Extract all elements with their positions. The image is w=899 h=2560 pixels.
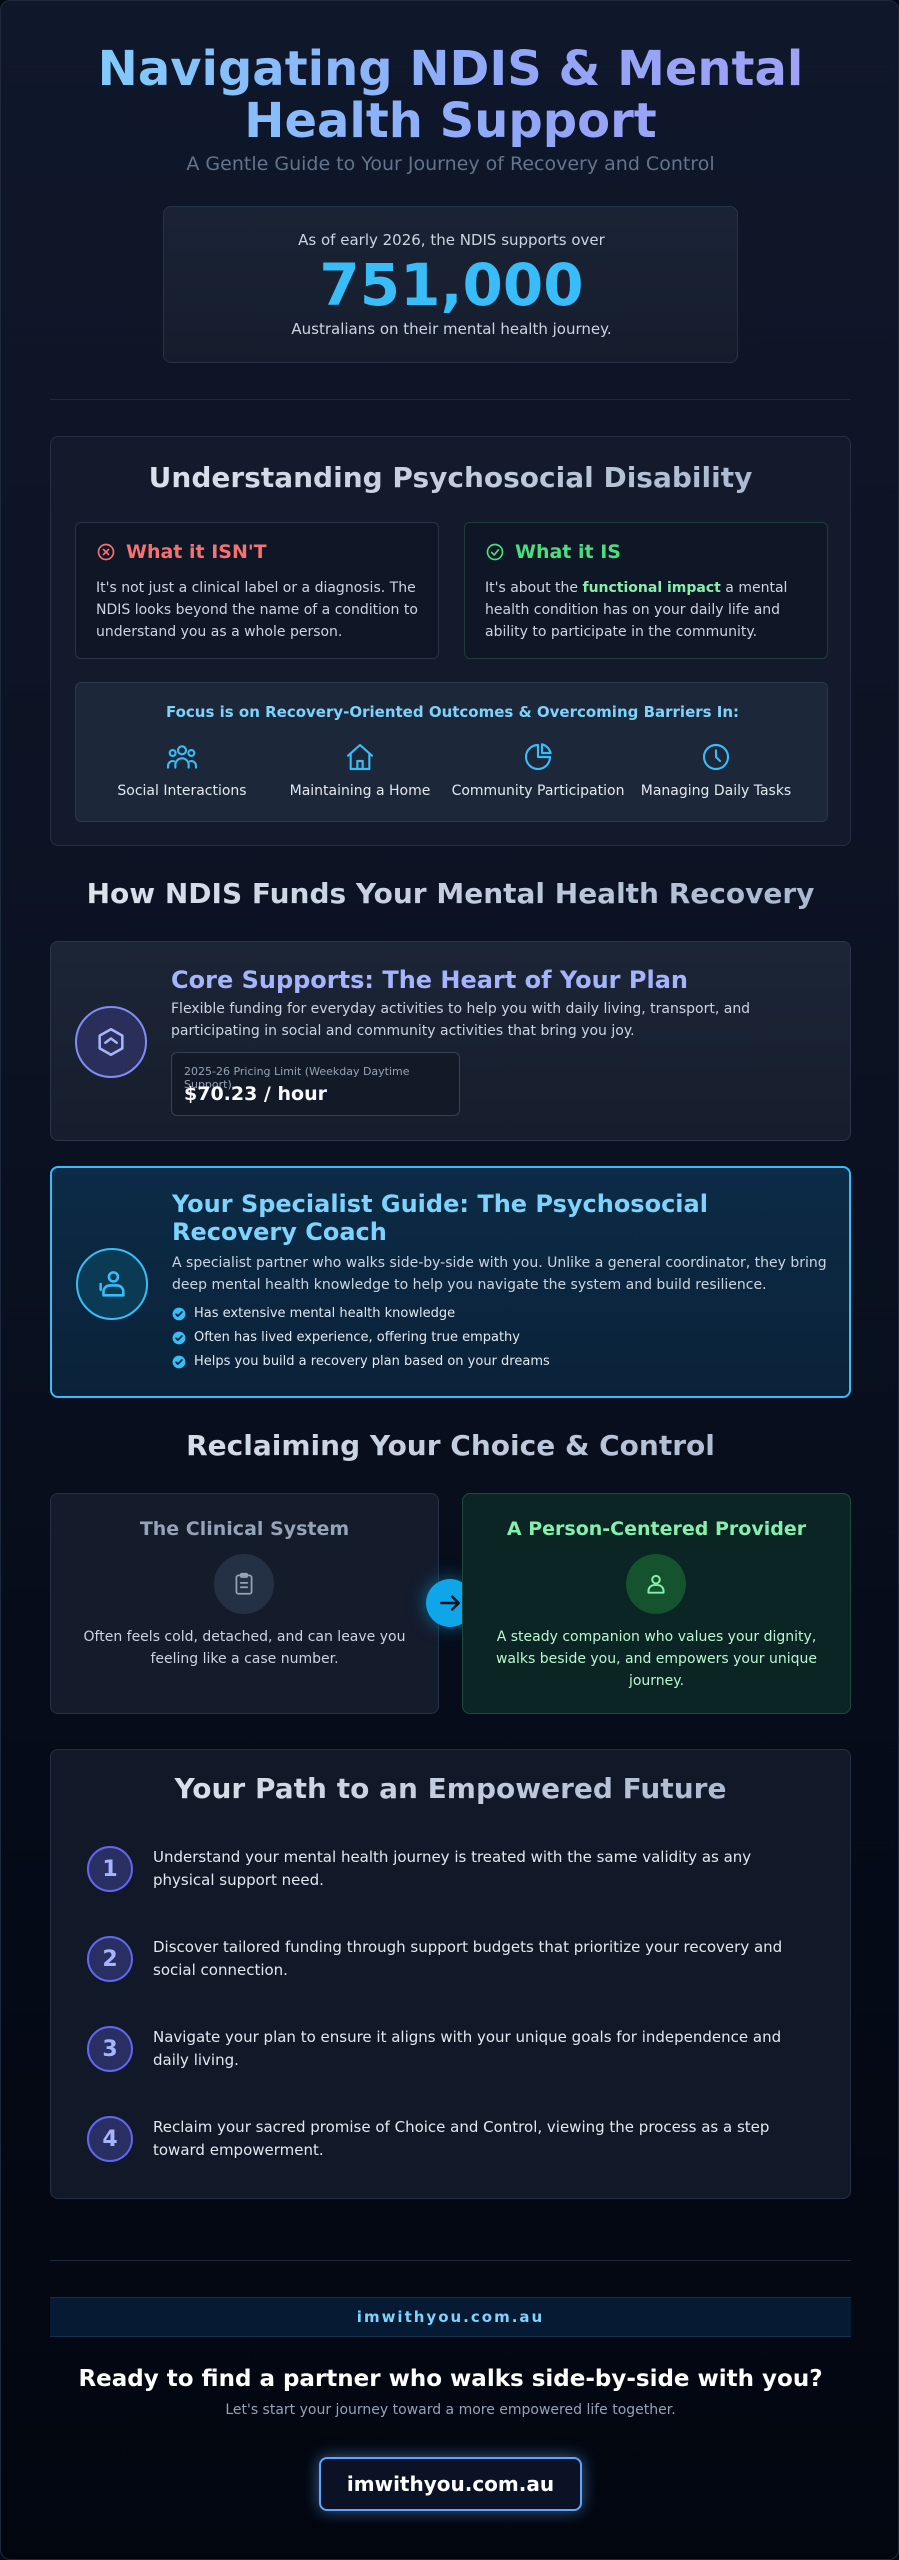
what-it-is-heading: What it IS — [485, 541, 621, 563]
what-it-isnt-heading: What it ISN'T — [96, 541, 267, 563]
step-number: 2 — [87, 1936, 133, 1982]
divider — [50, 399, 851, 400]
functional-impact-highlight: functional impact — [582, 580, 721, 596]
step-number: 1 — [87, 1846, 133, 1892]
step-number: 3 — [87, 2026, 133, 2072]
stat-card: As of early 2026, the NDIS supports over… — [163, 206, 738, 363]
home-icon — [346, 743, 374, 771]
choice-title: Reclaiming Your Choice & Control — [1, 1429, 898, 1462]
user-support-icon — [99, 1271, 125, 1297]
stat-caption: Australians on their mental health journ… — [291, 320, 612, 338]
clinical-icon-circle — [214, 1554, 274, 1614]
psychosocial-section: Understanding Psychosocial Disability Wh… — [50, 436, 851, 846]
stat-number: 751,000 — [319, 251, 584, 319]
what-it-is-text: It's about the functional impact a menta… — [485, 577, 815, 643]
clinical-system-title: The Clinical System — [139, 1518, 350, 1540]
focus-item-community: Community Participation — [448, 741, 628, 799]
check-icon — [172, 1331, 186, 1344]
coach-bullet-text: Helps you build a recovery plan based on… — [194, 1354, 550, 1369]
focus-item-home: Maintaining a Home — [270, 741, 450, 799]
recovery-coach-card: Your Specialist Guide: The Psychosocial … — [50, 1166, 851, 1398]
check-icon — [172, 1307, 186, 1320]
what-it-is-box: What it IS It's about the functional imp… — [464, 522, 828, 659]
price-box: 2025-26 Pricing Limit (Weekday Daytime S… — [171, 1052, 460, 1116]
page-title: Navigating NDIS & Mental Health Support — [1, 43, 898, 147]
what-it-isnt-label: What it ISN'T — [126, 541, 267, 563]
coach-title: Your Specialist Guide: The Psychosocial … — [172, 1190, 708, 1246]
focus-label: Managing Daily Tasks — [640, 783, 792, 799]
what-it-isnt-text: It's not just a clinical label or a diag… — [96, 580, 418, 640]
what-it-is-label: What it IS — [515, 541, 621, 563]
what-it-is-text-end: a mental health condition has on your da… — [485, 580, 788, 640]
coach-bullet: Helps you build a recovery plan based on… — [172, 1354, 550, 1369]
cta-subtitle: Let's start your journey toward a more e… — [225, 2402, 676, 2418]
coach-text: A specialist partner who walks side-by-s… — [172, 1255, 827, 1293]
focus-label: Community Participation — [451, 783, 625, 799]
focus-label: Maintaining a Home — [289, 783, 431, 799]
check-icon — [172, 1355, 186, 1368]
funding-title: How NDIS Funds Your Mental Health Recove… — [1, 877, 898, 910]
coach-bullet-text: Has extensive mental health knowledge — [194, 1306, 456, 1321]
user-icon — [647, 1574, 665, 1594]
clock-icon — [702, 743, 730, 771]
cta-title: Ready to find a partner who walks side-b… — [78, 2366, 823, 2392]
hexagon-heart-icon — [98, 1027, 124, 1057]
coach-bullet-text: Often has lived experience, offering tru… — [194, 1330, 520, 1345]
clipboard-icon — [235, 1572, 253, 1595]
website-button[interactable]: imwithyou.com.au — [319, 2457, 582, 2511]
what-it-is-text-start: It's about the — [485, 580, 583, 596]
price-label: 2025-26 Pricing Limit (Weekday Daytime S… — [184, 1065, 410, 1091]
focus-box: Focus is on Recovery-Oriented Outcomes &… — [75, 682, 828, 822]
arrow-right-icon — [440, 1595, 460, 1611]
pie-chart-icon — [524, 743, 552, 771]
focus-title: Focus is on Recovery-Oriented Outcomes &… — [165, 703, 740, 721]
page-subtitle: A Gentle Guide to Your Journey of Recove… — [186, 153, 715, 175]
psychosocial-title: Understanding Psychosocial Disability — [51, 461, 850, 494]
coach-bullet: Often has lived experience, offering tru… — [172, 1330, 520, 1345]
x-circle-icon — [97, 543, 115, 561]
step-text: Navigate your plan to ensure it aligns w… — [153, 2028, 782, 2069]
step-text: Discover tailored funding through suppor… — [153, 1938, 783, 1979]
core-supports-card: Core Supports: The Heart of Your Plan Fl… — [50, 941, 851, 1141]
step-text: Understand your mental health journey is… — [153, 1848, 752, 1889]
stat-intro: As of early 2026, the NDIS supports over — [298, 231, 605, 249]
step-number: 4 — [87, 2116, 133, 2162]
check-circle-icon — [486, 543, 504, 561]
core-supports-icon-circle — [75, 1006, 147, 1078]
coach-icon-circle — [76, 1248, 148, 1320]
focus-label: Social Interactions — [117, 783, 247, 799]
users-icon — [166, 745, 198, 769]
focus-item-social: Social Interactions — [92, 741, 272, 799]
what-it-isnt-box: What it ISN'T It's not just a clinical l… — [75, 522, 439, 659]
person-centered-card: A Person-Centered Provider A steady comp… — [462, 1493, 851, 1714]
empowered-path-section: Your Path to an Empowered Future 1 Under… — [50, 1749, 851, 2199]
core-supports-title: Core Supports: The Heart of Your Plan — [171, 966, 688, 994]
price-value: $70.23 / hour — [184, 1083, 327, 1105]
core-supports-text: Flexible funding for everyday activities… — [171, 1001, 751, 1039]
coach-bullet: Has extensive mental health knowledge — [172, 1306, 455, 1321]
url-banner: imwithyou.com.au — [50, 2297, 851, 2337]
person-centered-text: A steady companion who values your digni… — [495, 1629, 818, 1689]
person-centered-title: A Person-Centered Provider — [506, 1518, 807, 1540]
clinical-system-text: Often feels cold, detached, and can leav… — [83, 1629, 406, 1667]
divider — [50, 2260, 851, 2261]
clinical-system-card: The Clinical System Often feels cold, de… — [50, 1493, 439, 1714]
focus-item-daily-tasks: Managing Daily Tasks — [626, 741, 806, 799]
path-title: Your Path to an Empowered Future — [51, 1772, 850, 1805]
step-text: Reclaim your sacred promise of Choice an… — [153, 2118, 770, 2159]
provider-icon-circle — [626, 1554, 686, 1614]
